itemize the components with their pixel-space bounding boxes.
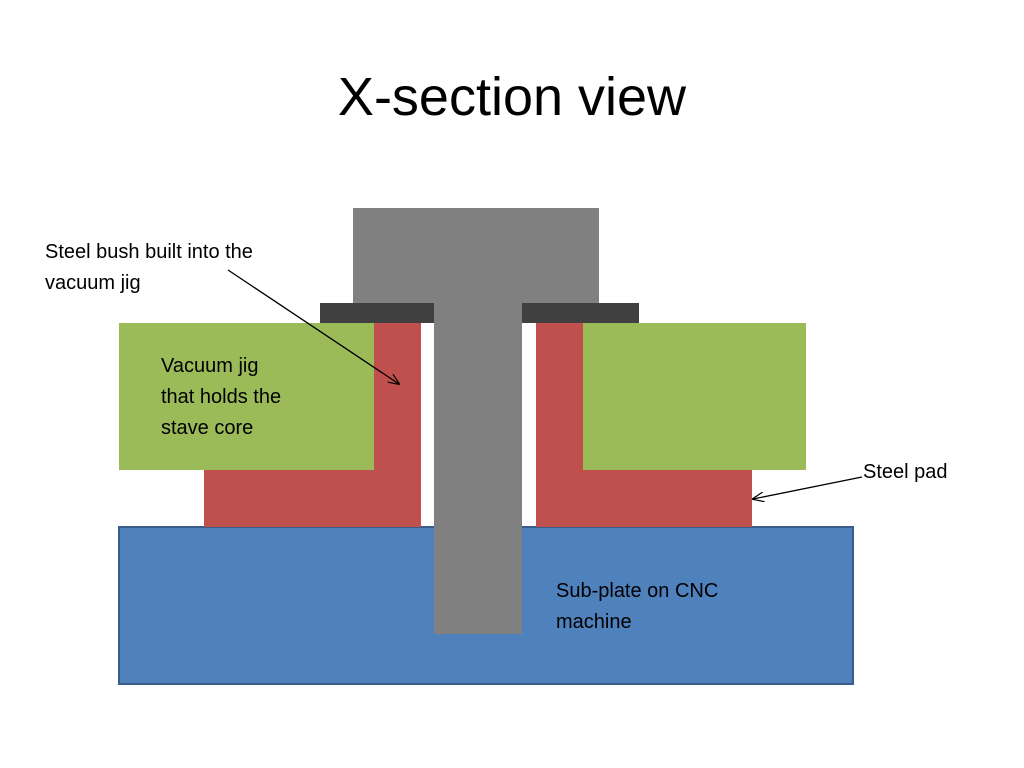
steel-bush-right — [536, 323, 583, 470]
sub-plate-label: Sub-plate on CNC machine — [556, 580, 724, 633]
sub-plate-label-line2: machine — [556, 611, 632, 633]
steel-pad-label: Steel pad — [863, 461, 948, 483]
vacuum-jig-right — [583, 323, 806, 470]
vacuum-jig-left — [119, 323, 374, 470]
steel-pad-left — [204, 470, 421, 527]
steel-bush-label-line2: vacuum jig — [45, 272, 141, 294]
steel-pad-right — [536, 470, 752, 527]
bolt-shank — [434, 303, 522, 634]
vacuum-jig-label-line3: stave core — [161, 417, 253, 439]
vacuum-jig-label-line1: Vacuum jig — [161, 355, 258, 377]
steel-pad-leader-arrow — [753, 476, 863, 499]
vacuum-jig-label-line2: that holds the — [161, 386, 281, 408]
washer-right — [522, 303, 639, 323]
slide-title: X-section view — [337, 67, 687, 127]
steel-bush-left — [374, 323, 421, 470]
sub-plate-label-line1: Sub-plate on CNC — [556, 580, 718, 602]
washer-left — [320, 303, 434, 323]
bolt-head — [353, 208, 599, 304]
steel-bush-label: Steel bush built into the vacuum jig — [45, 241, 258, 294]
steel-bush-label-line1: Steel bush built into the — [45, 241, 253, 263]
steel-bush-leader-arrow — [227, 269, 399, 384]
vacuum-jig-label: Vacuum jig that holds the stave core — [161, 355, 287, 439]
